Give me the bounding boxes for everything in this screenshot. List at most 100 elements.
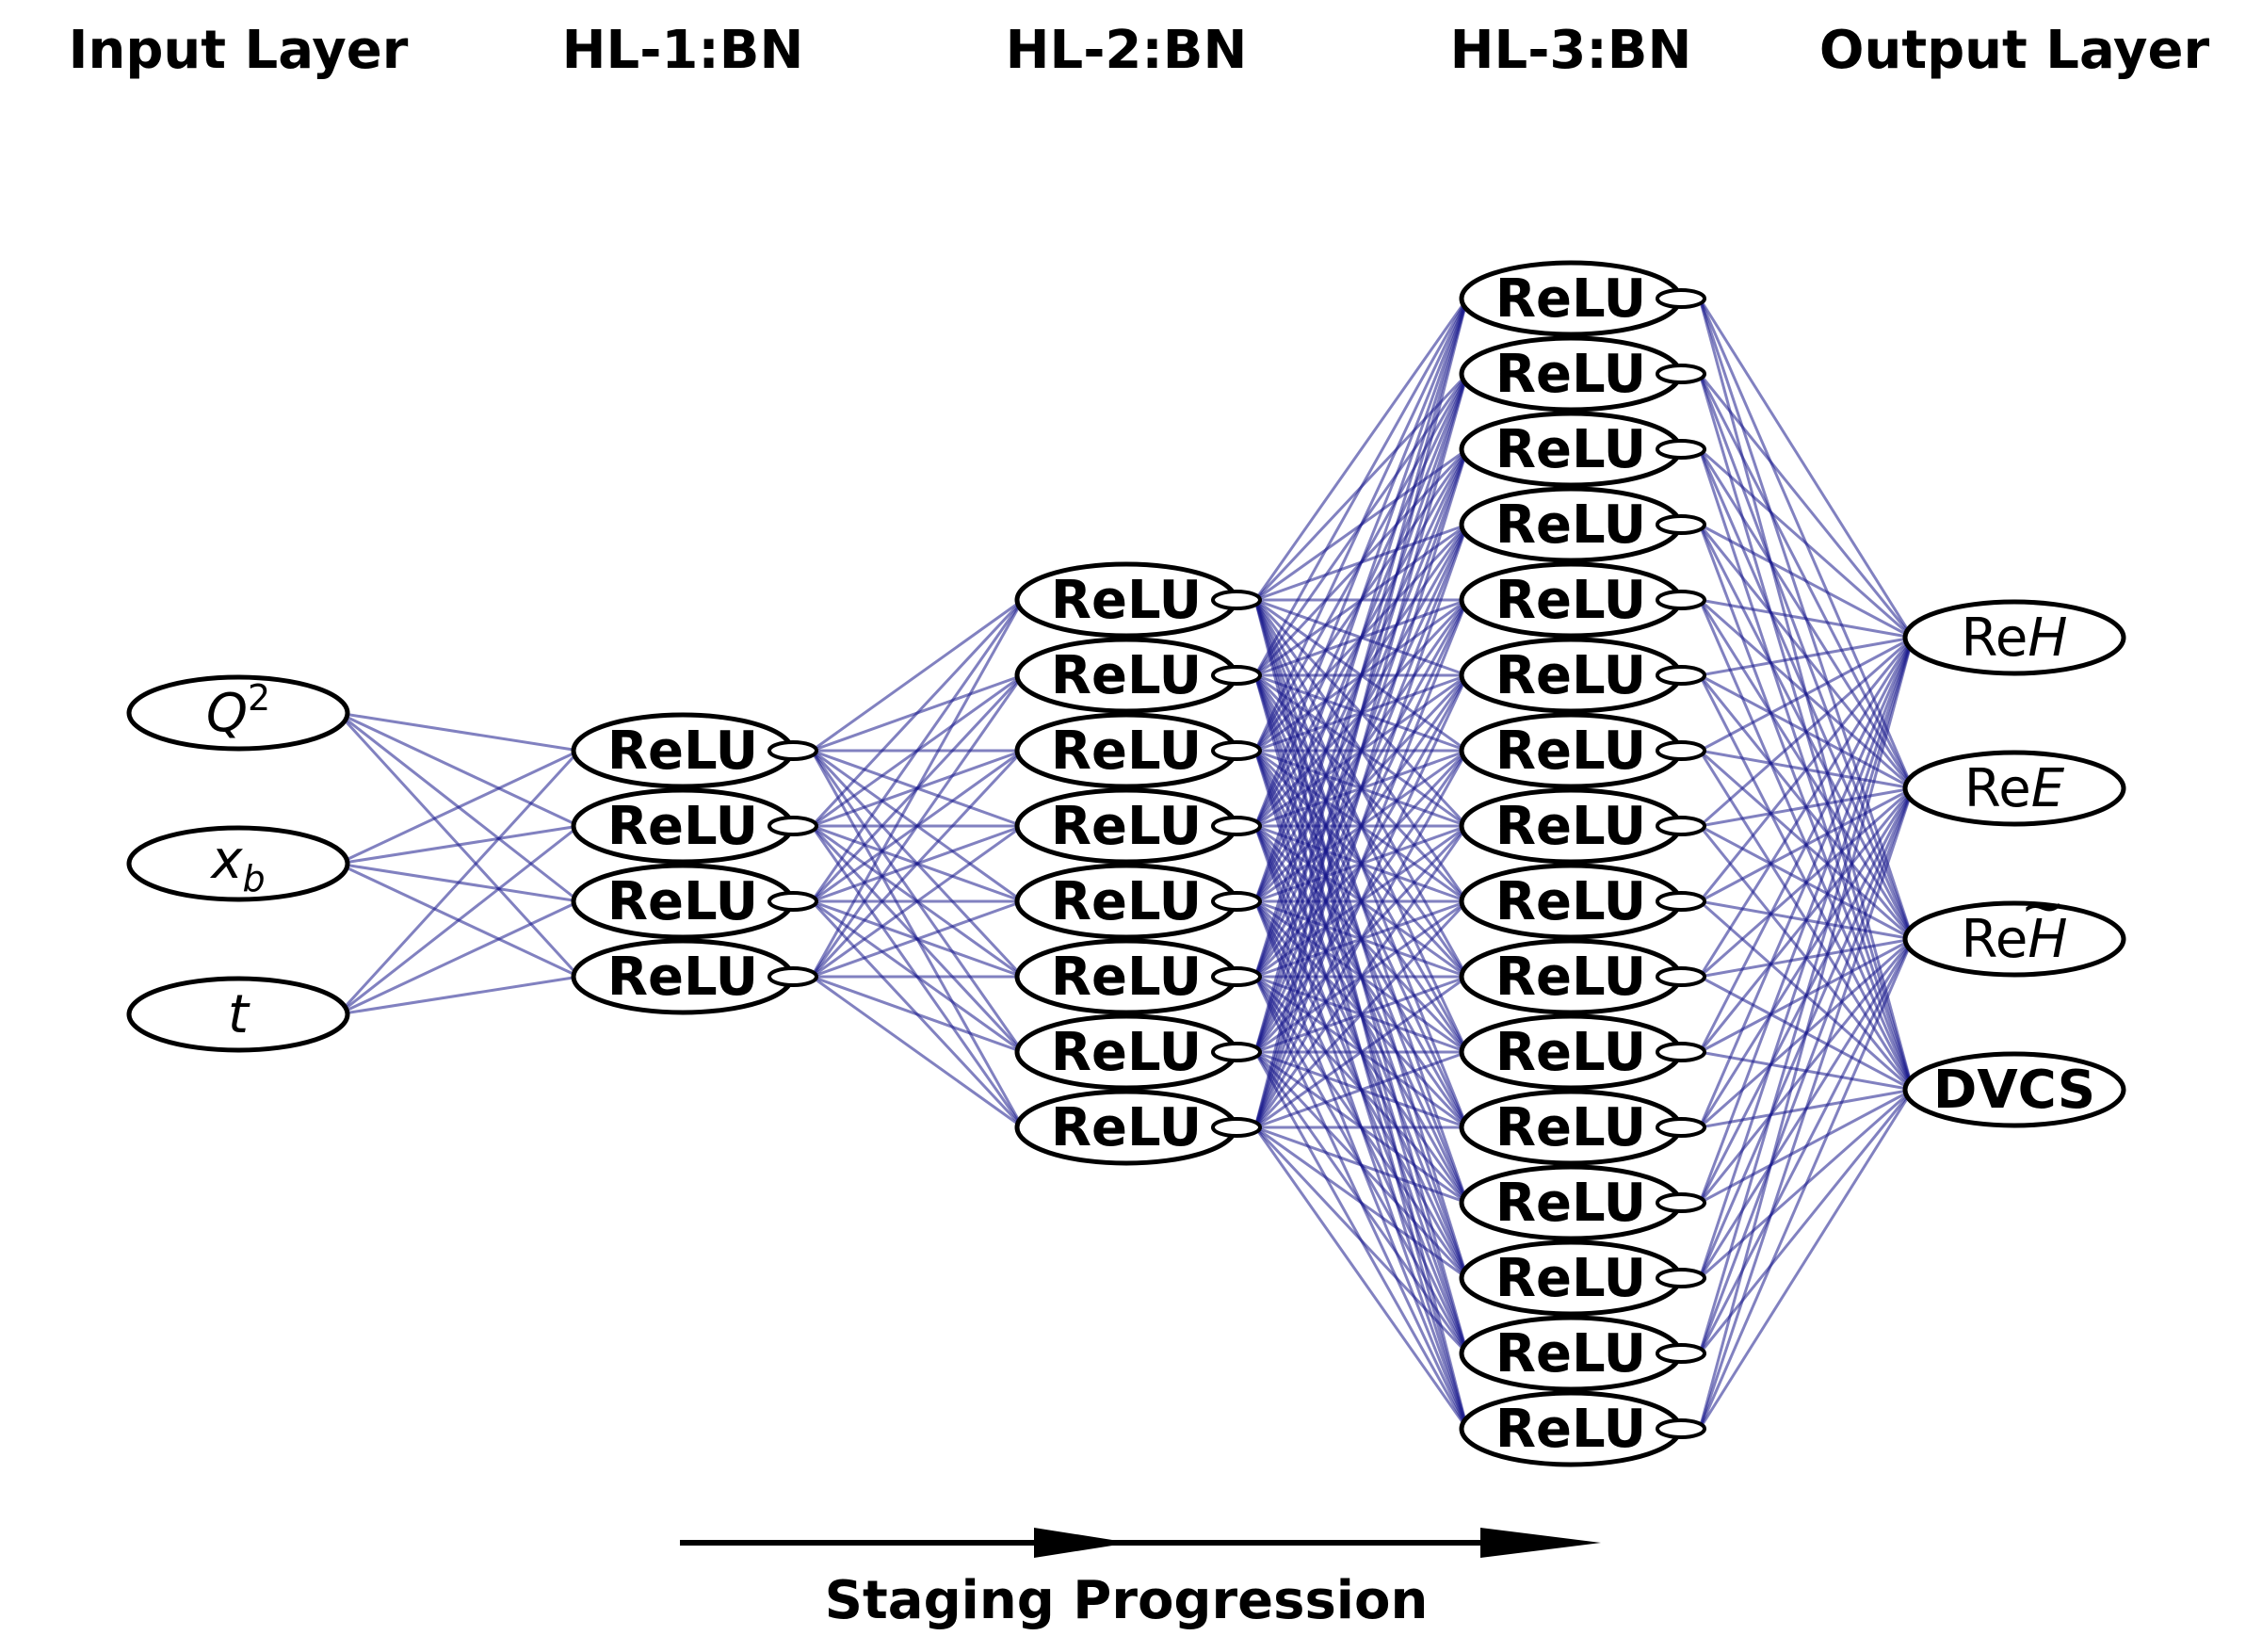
layer-title-3: HL-3:BN <box>1450 20 1692 81</box>
connection-3-15-1 <box>1698 787 1915 1430</box>
connection-3-15-3 <box>1698 1089 1915 1430</box>
batch-norm-marker <box>768 891 818 912</box>
batch-norm-marker <box>1211 816 1262 836</box>
node-2-1: ReLU <box>1014 637 1262 714</box>
node-2-6: ReLU <box>1014 1013 1262 1091</box>
node-2-7: ReLU <box>1014 1089 1262 1166</box>
connection-3-15-0 <box>1698 637 1915 1430</box>
node-3-14: ReLU <box>1459 1315 1706 1392</box>
connection-3-8-0 <box>1698 637 1915 902</box>
node-1-3: ReLU <box>571 938 818 1015</box>
connection-0-0-1 <box>337 711 580 828</box>
connection-3-10-0 <box>1698 637 1915 1053</box>
connection-1-3-6 <box>811 975 1024 1054</box>
relu-label: ReLU <box>1051 721 1202 782</box>
connection-0-2-3 <box>337 975 580 1016</box>
node-4-1: ReE <box>1902 750 2126 827</box>
relu-label: ReLU <box>1495 1323 1646 1385</box>
node-ellipse <box>126 674 350 752</box>
relu-label: ReLU <box>1495 1173 1646 1234</box>
progression-arrow-head-2 <box>1480 1528 1601 1558</box>
relu-label: ReLU <box>1495 871 1646 932</box>
connections <box>336 298 1915 1430</box>
connection-2-7-0 <box>1253 298 1469 1128</box>
connection-3-2-0 <box>1699 447 1914 640</box>
output-label-0: ReH <box>1962 607 2068 669</box>
batch-norm-marker <box>1656 740 1706 761</box>
connection-2-7-4 <box>1253 599 1469 1128</box>
connection-1-3-2 <box>810 749 1025 979</box>
connection-2-7-3 <box>1253 524 1469 1128</box>
batch-norm-marker <box>1656 1042 1706 1062</box>
node-3-12: ReLU <box>1459 1164 1706 1241</box>
relu-label: ReLU <box>1495 494 1646 556</box>
batch-norm-marker <box>1656 364 1706 384</box>
relu-label: ReLU <box>1495 570 1646 631</box>
relu-label: ReLU <box>607 871 758 932</box>
node-3-5: ReLU <box>1459 637 1706 714</box>
connection-1-3-1 <box>810 674 1025 978</box>
node-ellipse <box>126 825 350 902</box>
relu-label: ReLU <box>1051 796 1202 857</box>
node-3-6: ReLU <box>1459 712 1706 789</box>
batch-norm-marker <box>768 816 818 836</box>
batch-norm-marker <box>1211 1117 1262 1138</box>
connection-2-7-2 <box>1253 448 1469 1128</box>
connection-1-2-0 <box>810 599 1025 902</box>
node-ellipse <box>1902 750 2126 827</box>
connection-2-7-12 <box>1254 1126 1468 1205</box>
connection-3-14-0 <box>1698 637 1915 1354</box>
connection-2-1-0 <box>1253 298 1469 676</box>
node-ellipse <box>1902 1051 2126 1128</box>
connection-0-1-0 <box>337 749 580 866</box>
batch-norm-marker <box>1656 590 1706 610</box>
relu-label: ReLU <box>1495 947 1646 1008</box>
node-3-0: ReLU <box>1459 260 1706 337</box>
batch-norm-marker <box>1656 891 1706 912</box>
batch-norm-marker <box>1656 1418 1706 1439</box>
node-ellipse <box>1902 599 2126 676</box>
node-3-15: ReLU <box>1459 1390 1706 1467</box>
connection-1-1-0 <box>810 598 1025 828</box>
batch-norm-marker <box>1656 966 1706 987</box>
connection-2-7-9 <box>1254 975 1468 1129</box>
batch-norm-marker <box>1211 665 1262 686</box>
relu-label: ReLU <box>1051 871 1202 932</box>
connection-0-2-2 <box>337 899 580 1016</box>
connection-2-7-14 <box>1253 1126 1469 1355</box>
relu-label: ReLU <box>1495 1399 1646 1460</box>
node-ellipse <box>1902 900 2126 978</box>
connection-3-4-0 <box>1699 598 1914 640</box>
batch-norm-marker <box>1656 816 1706 836</box>
connection-2-5-0 <box>1253 298 1469 978</box>
output-label-1: ReE <box>1964 758 2065 819</box>
connection-2-7-15 <box>1253 1126 1469 1430</box>
relu-label: ReLU <box>1495 796 1646 857</box>
node-3-2: ReLU <box>1459 411 1706 488</box>
input-t-label: t <box>228 984 250 1045</box>
relu-label: ReLU <box>1051 570 1202 631</box>
batch-norm-marker <box>1656 514 1706 535</box>
connection-2-7-10 <box>1254 1050 1468 1129</box>
connection-2-2-0 <box>1253 298 1469 752</box>
connection-3-12-0 <box>1698 637 1915 1204</box>
connection-2-3-0 <box>1253 298 1469 827</box>
connection-3-1-0 <box>1698 373 1915 639</box>
node-0-0: Q2 <box>126 674 350 752</box>
node-3-13: ReLU <box>1459 1239 1706 1317</box>
node-2-3: ReLU <box>1014 787 1262 865</box>
node-0-1: xb <box>126 825 350 902</box>
batch-norm-marker <box>1211 590 1262 610</box>
connection-2-4-0 <box>1253 298 1469 902</box>
relu-label: ReLU <box>1495 1097 1646 1158</box>
connection-1-3-0 <box>810 599 1025 978</box>
connection-2-7-1 <box>1253 373 1469 1128</box>
node-1-0: ReLU <box>571 712 818 789</box>
relu-label: ReLU <box>1495 419 1646 480</box>
connection-2-0-0 <box>1253 298 1469 601</box>
batch-norm-marker <box>768 966 818 987</box>
connection-3-15-2 <box>1698 938 1915 1430</box>
connection-2-7-7 <box>1253 825 1469 1128</box>
batch-norm-marker <box>1211 966 1262 987</box>
